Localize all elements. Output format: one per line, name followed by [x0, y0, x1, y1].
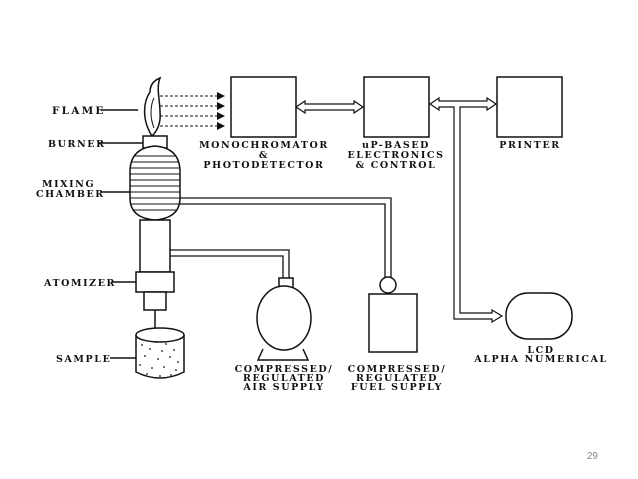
flame-label: FLAME — [52, 105, 106, 117]
printer-box — [496, 76, 563, 138]
air-label-line1: COMPRESSED/ — [235, 364, 334, 375]
monochromator-label-line3: PHOTODETECTOR — [203, 160, 324, 171]
flame-shape — [143, 76, 162, 138]
mono-electronics-double-arrow — [294, 99, 365, 115]
printer-label: PRINTER — [499, 140, 561, 151]
fuel-label-line2: REGULATED — [356, 373, 438, 384]
air-label-line2: REGULATED — [243, 373, 325, 384]
light-rays — [160, 92, 225, 130]
lcd-label-line1: LCD — [527, 345, 554, 356]
electronics-label-line1: uP-BASED — [362, 140, 430, 151]
monochromator-label-line2: & — [259, 150, 269, 161]
fuel-label-line3: FUEL SUPPLY — [351, 382, 443, 393]
fuel-valve — [379, 276, 397, 294]
flame-inner-line — [150, 97, 155, 129]
air-label-line3: AIR SUPPLY — [242, 382, 324, 393]
atomizer-tube — [139, 219, 171, 273]
mixing-chamber-label-line2: CHAMBER — [36, 189, 105, 200]
electronics-label-line3: & CONTROL — [356, 160, 437, 171]
output-bus-arrows — [428, 96, 504, 324]
atomizer — [135, 271, 175, 293]
atomizer-label: ATOMIZER — [43, 278, 116, 289]
burner-label: BURNER — [48, 139, 106, 150]
sample-beaker — [135, 327, 185, 379]
mixing-chamber — [129, 145, 181, 221]
atomizer-nozzle — [143, 291, 167, 311]
fuel-supply-tank — [368, 293, 418, 353]
page-number: 29 — [586, 451, 598, 462]
fuel-supply-line — [180, 197, 392, 278]
sample-label: SAMPLE — [56, 354, 111, 365]
electronics-box — [363, 76, 430, 138]
lcd-label-line2: ALPHA NUMERICAL — [473, 354, 608, 365]
monochromator-box — [230, 76, 297, 138]
lcd-display — [505, 292, 573, 340]
electronics-label-line2: ELECTRONICS — [347, 150, 444, 161]
fuel-label-line1: COMPRESSED/ — [348, 364, 447, 375]
air-supply-line — [170, 249, 290, 278]
air-supply-tank — [256, 277, 312, 361]
monochromator-label-line1: MONOCHROMATOR — [199, 140, 329, 151]
mixing-chamber-label-line1: MIXING — [42, 179, 95, 190]
